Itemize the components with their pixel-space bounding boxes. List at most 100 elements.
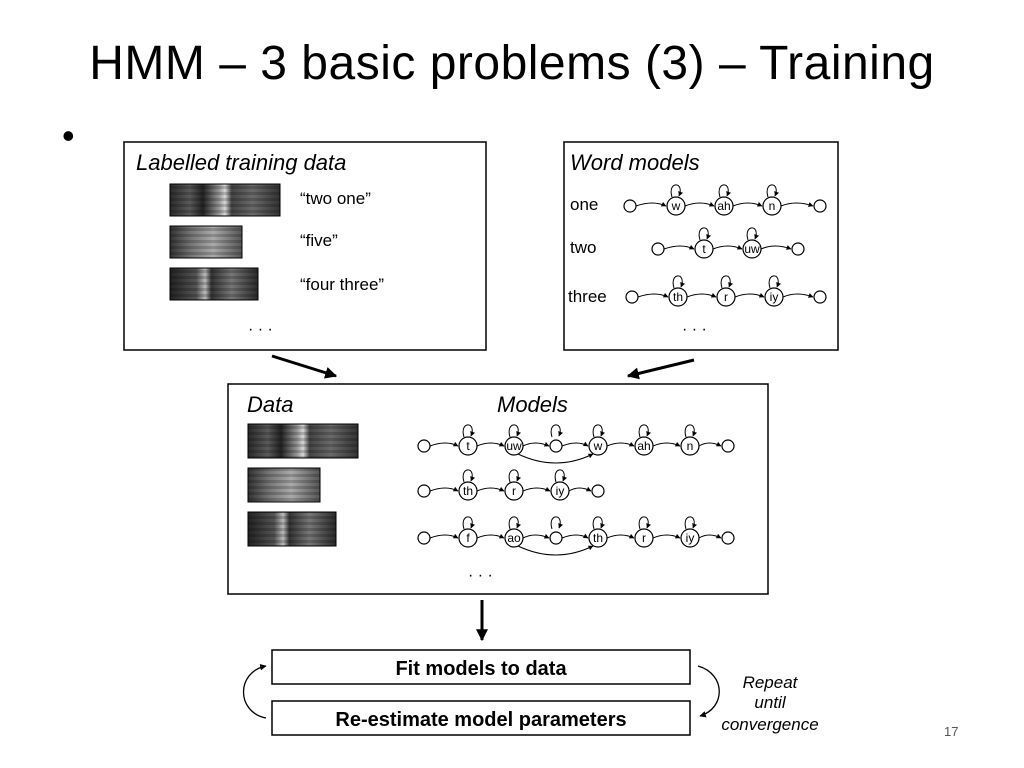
state-label: w — [593, 439, 603, 453]
state-label: iy — [686, 531, 695, 545]
transition-arc — [561, 533, 589, 539]
transition-arc — [734, 292, 765, 298]
state-label: r — [724, 290, 728, 304]
transition-arc — [522, 533, 550, 539]
state-label: r — [642, 531, 646, 545]
null-node — [623, 199, 637, 213]
transition-arc — [663, 244, 695, 250]
state-label: th — [463, 484, 473, 498]
state-label: n — [769, 199, 776, 213]
spectrogram-2 — [169, 225, 243, 259]
null-node — [625, 290, 639, 304]
state-label: uw — [744, 242, 760, 256]
transition-arc — [429, 441, 459, 447]
fit-models-label: Fit models to data — [395, 658, 567, 680]
composite-model-2: th r iy — [417, 469, 605, 501]
transition-arc — [684, 201, 715, 207]
data-spectrogram-3 — [247, 511, 337, 547]
state-node — [668, 287, 688, 307]
state-node — [458, 481, 478, 501]
state-label: uw — [506, 439, 522, 453]
slide-title: HMM – 3 basic problems (3) – Training — [89, 37, 935, 90]
ellipsis: · · · — [248, 321, 273, 338]
state-node — [550, 481, 570, 501]
repeat-note-line2: until — [754, 693, 786, 712]
transition-arc — [606, 533, 635, 539]
null-node — [813, 199, 827, 213]
self-loop — [698, 227, 711, 241]
bullet-marker: • — [62, 115, 75, 156]
self-loop — [508, 469, 521, 483]
transition-arc — [522, 441, 550, 447]
self-loop — [550, 424, 563, 438]
state-label: th — [593, 531, 603, 545]
self-loop — [672, 275, 685, 289]
self-loop — [768, 275, 781, 289]
null-node — [651, 242, 665, 256]
state-node — [714, 196, 734, 216]
state-node — [458, 436, 478, 456]
state-node — [588, 436, 608, 456]
utterance-label-1: “two one” — [300, 189, 371, 208]
state-node — [762, 196, 782, 216]
ellipsis: · · · — [682, 321, 707, 338]
reestimate-box — [271, 700, 691, 736]
state-node — [588, 528, 608, 548]
null-node — [417, 531, 431, 545]
self-loop — [592, 424, 605, 438]
loop-arrow-left — [243, 663, 267, 719]
state-node — [504, 528, 524, 548]
transition-arc — [686, 292, 717, 298]
state-label: w — [671, 199, 681, 213]
state-node — [694, 239, 714, 259]
self-loop — [718, 184, 731, 198]
state-node — [504, 436, 524, 456]
self-loop — [554, 469, 567, 483]
labelled-training-panel: Labelled training data “two one” “five” … — [123, 141, 487, 351]
transition-arc — [476, 441, 505, 447]
state-node — [716, 287, 736, 307]
state-node — [504, 481, 524, 501]
utterance-label-2: “five” — [300, 231, 338, 250]
utterance-label-3: “four three” — [300, 275, 384, 294]
word-label-two: two — [570, 238, 596, 257]
self-loop — [684, 424, 697, 438]
state-label: n — [687, 439, 694, 453]
repeat-note-line1: Repeat — [743, 673, 799, 692]
state-label: t — [466, 439, 470, 453]
self-loop — [766, 184, 779, 198]
transition-arc — [652, 441, 681, 447]
state-node — [742, 239, 762, 259]
transition-arc — [635, 201, 667, 207]
null-node — [417, 484, 431, 498]
reestimate-label: Re-estimate model parameters — [335, 709, 626, 731]
skip-arc — [517, 453, 594, 464]
repeat-note-line3: convergence — [721, 715, 818, 734]
self-loop — [638, 516, 651, 530]
state-label: ah — [717, 199, 730, 213]
state-label: iy — [770, 290, 779, 304]
null-node — [813, 290, 827, 304]
state-node — [634, 528, 654, 548]
state-label: r — [512, 484, 516, 498]
state-node — [458, 528, 478, 548]
self-loop — [720, 275, 733, 289]
transition-arc — [429, 486, 459, 492]
data-title: Data — [247, 392, 293, 417]
transition-arc — [637, 292, 669, 298]
transition-arc — [522, 486, 551, 492]
data-spectrogram-1 — [247, 423, 359, 459]
word-label-one: one — [570, 195, 598, 214]
null-node — [417, 439, 431, 453]
transition-arc — [712, 244, 743, 250]
spectrogram-1 — [169, 183, 281, 217]
state-label: iy — [556, 484, 565, 498]
